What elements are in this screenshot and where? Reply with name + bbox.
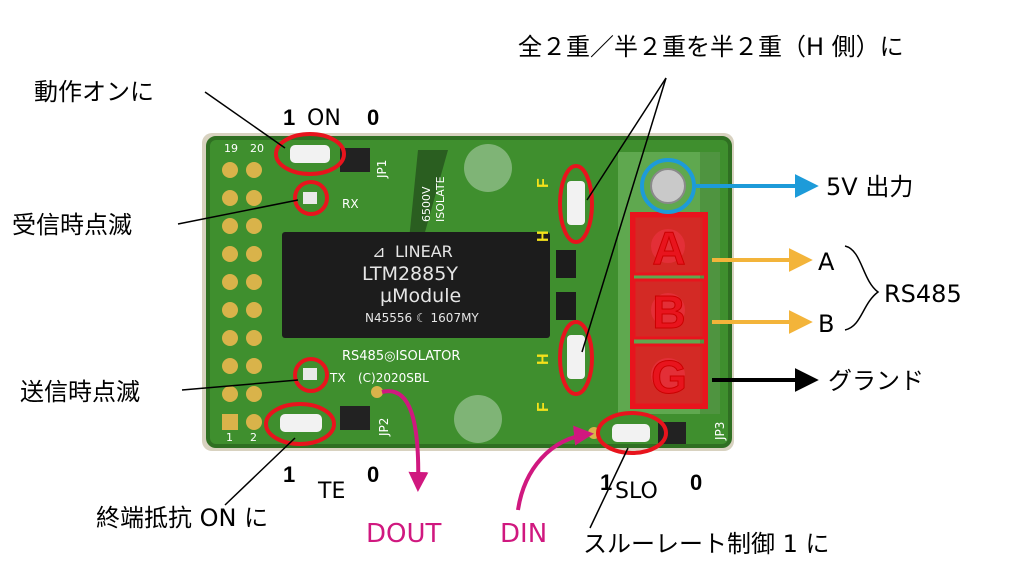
annotation-line-b: B [818, 310, 834, 338]
terminal-letter-b: B [652, 286, 685, 338]
te-label: TE [317, 479, 345, 504]
highlight-duplex-top [558, 164, 594, 244]
terminal-frame [630, 212, 708, 409]
highlight-on-jumper [274, 132, 346, 176]
copyright-silk: (C)2020SBL [358, 371, 429, 385]
jp2-label: JP2 [377, 418, 391, 437]
isolate-text-b: ISOLATE [434, 176, 447, 222]
isolation-slot [408, 150, 448, 250]
leader-duplex-1 [586, 77, 667, 201]
pcb-shadow [206, 136, 732, 448]
leader-te [224, 437, 296, 506]
te-one-label: 1 [283, 462, 295, 487]
jumper-duplex-bottom [567, 335, 585, 379]
jp1-label: JP1 [375, 160, 389, 179]
annotation-termination: 終端抵抗 ON に [96, 504, 268, 532]
highlight-slo-jumper [596, 411, 668, 455]
jumper-duplex-top [567, 181, 585, 225]
f-silk-bottom: F [535, 402, 552, 412]
isolate-text-a: 6500V [420, 186, 433, 222]
f-silk-top: F [535, 178, 552, 188]
leader-enable [204, 91, 286, 149]
arrow-dout [381, 389, 429, 492]
h-silk-top: H [535, 230, 552, 242]
highlight-5v-terminal [640, 158, 696, 214]
terminal-letter-g: G [651, 351, 687, 403]
highlight-tx-led [293, 357, 329, 393]
dout-pad [371, 386, 383, 398]
chip-body [282, 232, 550, 338]
arrow-din [516, 425, 594, 511]
on-one-label: 1 [283, 105, 295, 130]
slo-zero-label: 0 [690, 470, 702, 495]
slo-label: SLO [615, 479, 658, 504]
chip-code: N45556 ☾ 1607MY [365, 311, 479, 325]
annotation-slew: スルーレート制御 1 に [583, 530, 830, 558]
leader-duplex-2 [581, 77, 667, 353]
smd-part [556, 250, 576, 278]
on-zero-label: 0 [367, 105, 379, 130]
pin-label-19: 19 [224, 142, 238, 155]
terminal-letter-a: A [652, 222, 685, 274]
jumper-on [290, 145, 330, 163]
led-rx [303, 192, 317, 204]
chip-logo: LINEAR [395, 242, 453, 261]
annotation-tx: 送信時点滅 [20, 378, 140, 406]
leader-slew [589, 447, 629, 529]
leader-rx [177, 199, 299, 225]
isolator-silk: RS485◎ISOLATOR [342, 349, 460, 364]
rs485-brace [844, 245, 880, 331]
terminal-screw-5v [650, 168, 686, 204]
smd-part [556, 292, 576, 320]
chip-module: µModule [380, 285, 461, 307]
te-zero-label: 0 [367, 462, 379, 487]
annotation-ground: グランド [828, 367, 924, 395]
highlight-rx-led [293, 180, 329, 216]
on-label: ON [307, 106, 341, 131]
pin-label-1: 1 [226, 431, 233, 444]
annotation-dout: DOUT [366, 519, 442, 549]
annotation-duplex: 全２重／半２重を半２重（H 側）に [518, 33, 904, 61]
pin-label-2: 2 [250, 431, 257, 444]
annotation-din: DIN [500, 519, 547, 549]
jp3-label: JP3 [713, 422, 727, 441]
rx-silk: RX [342, 197, 359, 211]
h-silk-bottom: H [535, 353, 552, 365]
leader-tx [181, 379, 299, 391]
pin-header [222, 162, 262, 430]
annotation-line-a: A [818, 248, 835, 276]
highlight-duplex-bottom [558, 320, 594, 396]
mounting-hole [464, 144, 512, 192]
annotation-enable: 動作オンに [34, 78, 154, 106]
jp2-header [340, 406, 370, 430]
chip-part: LTM2885Y [362, 263, 458, 285]
annotation-rs485: RS485 [884, 280, 962, 308]
led-tx [303, 368, 317, 380]
slo-one-label: 1 [600, 470, 612, 495]
chip-logo-mark: ⊿ [372, 242, 385, 261]
jumper-slo [612, 424, 650, 442]
pin-label-20: 20 [250, 142, 264, 155]
jumper-te [280, 414, 322, 432]
tx-silk: TX [329, 371, 346, 385]
annotation-rx: 受信時点滅 [12, 211, 132, 239]
annotation-5v: 5V 出力 [826, 173, 913, 201]
highlight-te-jumper [264, 402, 336, 446]
mounting-hole [454, 395, 502, 443]
